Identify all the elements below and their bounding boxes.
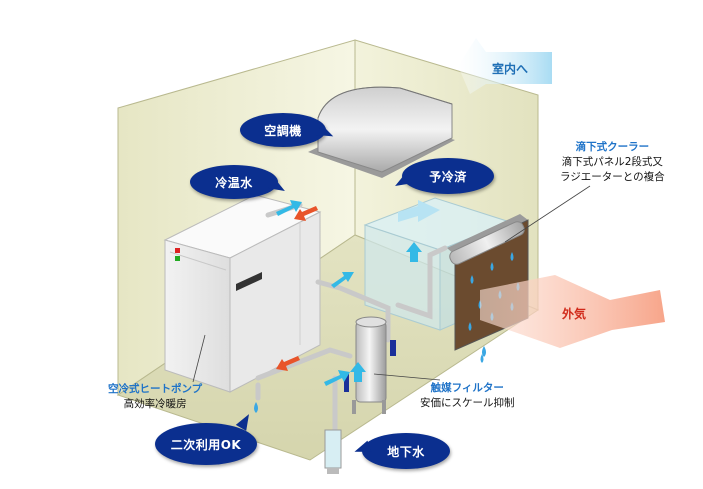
label-filter-sub: 安価にスケール抑制 xyxy=(420,397,515,409)
bubble-groundwater: 地下水 xyxy=(362,433,450,469)
label-drip-cooler-sub1: 滴下式パネル2段式又 xyxy=(561,156,663,168)
water-drop-cooler xyxy=(482,346,486,357)
bubble-precooled: 予冷済 xyxy=(402,158,494,194)
callout-line-filter xyxy=(373,373,441,381)
label-filter: 触媒フィルター 安価にスケール抑制 xyxy=(420,381,515,411)
label-drip-cooler: 滴下式クーラー 滴下式パネル2段式又 ラジエーターとの複合 xyxy=(560,140,665,185)
catalyst-filter-tank xyxy=(344,316,396,414)
callout-line-cooler xyxy=(504,185,591,243)
drip-cooler-panel xyxy=(447,214,529,363)
air-handler-unit xyxy=(308,86,455,178)
label-heat-pump-sub: 高効率冷暖房 xyxy=(123,398,187,410)
cold-flow-arrows xyxy=(276,200,440,386)
label-heat-pump-title: 空冷式ヒートポンプ xyxy=(108,383,203,395)
outside-air-arrow xyxy=(480,275,665,348)
bubble-air-handler: 空調機 xyxy=(240,113,326,147)
water-drop-heatpump xyxy=(254,402,258,413)
label-filter-title: 触媒フィルター xyxy=(430,382,504,394)
callout-line-heatpump xyxy=(192,334,206,383)
bubble-secondary-use: 二次利用OK xyxy=(155,423,257,465)
label-drip-cooler-sub2: ラジエーターとの複合 xyxy=(560,171,665,183)
warm-flow-arrows xyxy=(276,206,318,371)
label-drip-cooler-title: 滴下式クーラー xyxy=(575,141,650,153)
outside-air-label: 外気 xyxy=(562,307,587,321)
indoor-arrow xyxy=(458,38,552,94)
label-heat-pump: 空冷式ヒートポンプ 高効率冷暖房 xyxy=(108,382,202,412)
indoor-arrow-label: 室内へ xyxy=(492,62,529,76)
bubble-hot-cold-water: 冷温水 xyxy=(190,165,278,199)
groundwater-pump xyxy=(324,429,342,474)
